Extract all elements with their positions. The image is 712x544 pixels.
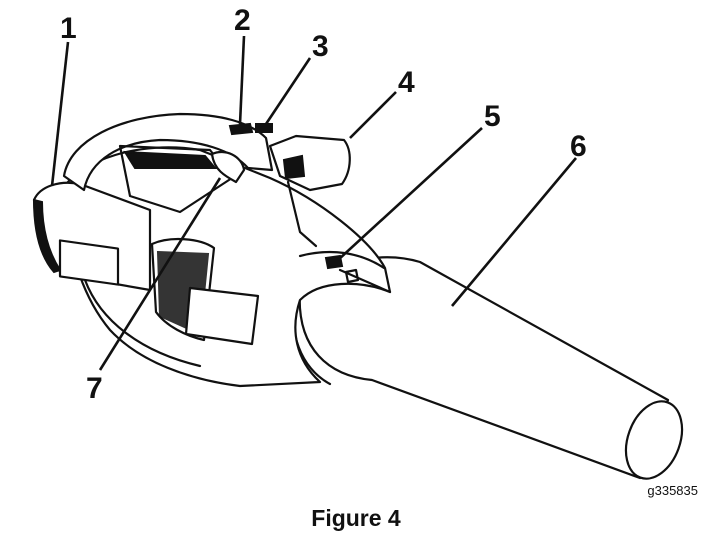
callout-4: 4 — [398, 66, 415, 99]
trigger — [210, 150, 246, 184]
figure-caption: Figure 4 — [311, 505, 401, 531]
handle — [62, 112, 274, 214]
top-controls — [228, 122, 273, 136]
callout-6: 6 — [570, 130, 587, 163]
leader-1 — [50, 41, 70, 187]
leader-lines — [50, 35, 577, 371]
leader-6 — [451, 157, 577, 307]
front-grip — [268, 134, 351, 248]
leader-2 — [238, 35, 246, 125]
battery-pack — [32, 181, 152, 292]
leader-4 — [349, 91, 397, 139]
callout-5: 5 — [484, 100, 501, 133]
figure-reference: g335835 — [647, 483, 698, 498]
leader-7 — [98, 177, 222, 371]
leader-3 — [264, 57, 312, 125]
callout-1: 1 — [60, 12, 77, 45]
callout-2: 2 — [234, 4, 251, 37]
callout-7: 7 — [86, 372, 103, 405]
blower-tube — [292, 256, 684, 480]
leader-5 — [337, 127, 483, 261]
callout-3: 3 — [312, 30, 329, 63]
